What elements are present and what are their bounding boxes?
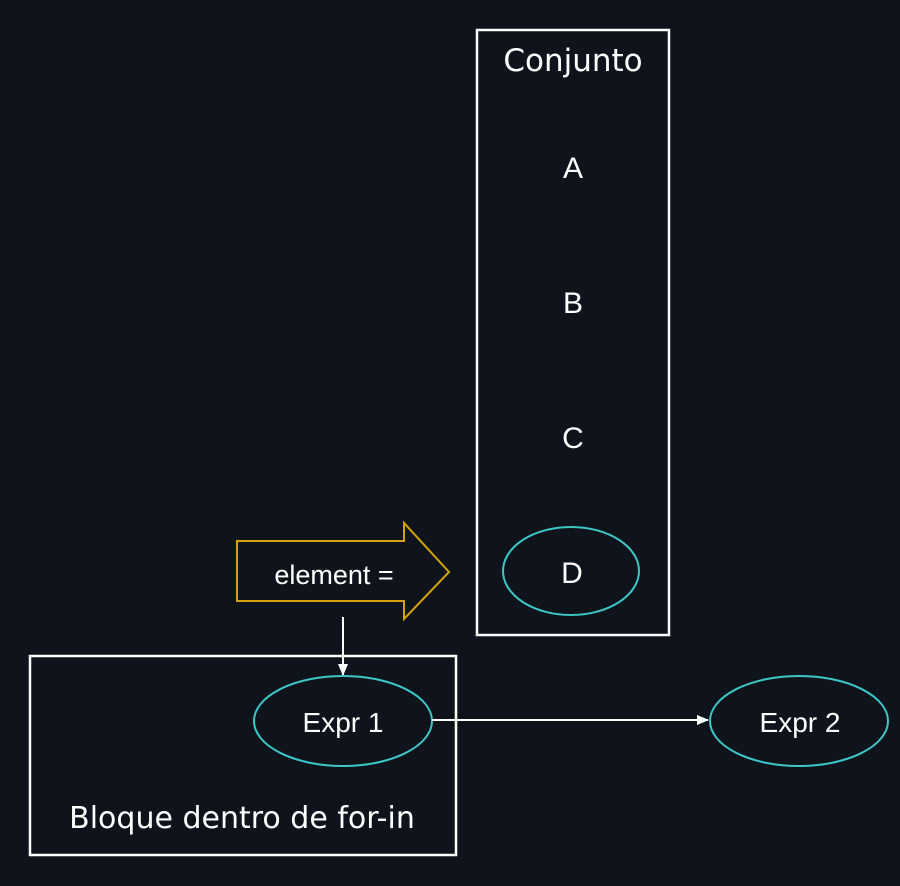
set-item-b: B [563, 287, 583, 320]
expr1-label: Expr 1 [303, 707, 384, 738]
set-item-d: D [561, 557, 583, 590]
set-item-d-ellipse [502, 526, 640, 616]
expr2-ellipse [709, 675, 889, 767]
element-arrow-shape [236, 520, 451, 622]
set-item-c: C [562, 422, 584, 455]
set-item-a: A [563, 152, 583, 185]
expr2-label: Expr 2 [760, 707, 841, 738]
cluster-conjunto-box [475, 28, 671, 637]
cluster-conjunto-label: Conjunto [503, 43, 642, 79]
cluster-bloque-label: Bloque dentro de for-in [69, 801, 415, 836]
element-arrow-label: element = [274, 560, 393, 590]
cluster-bloque-box [28, 654, 458, 857]
